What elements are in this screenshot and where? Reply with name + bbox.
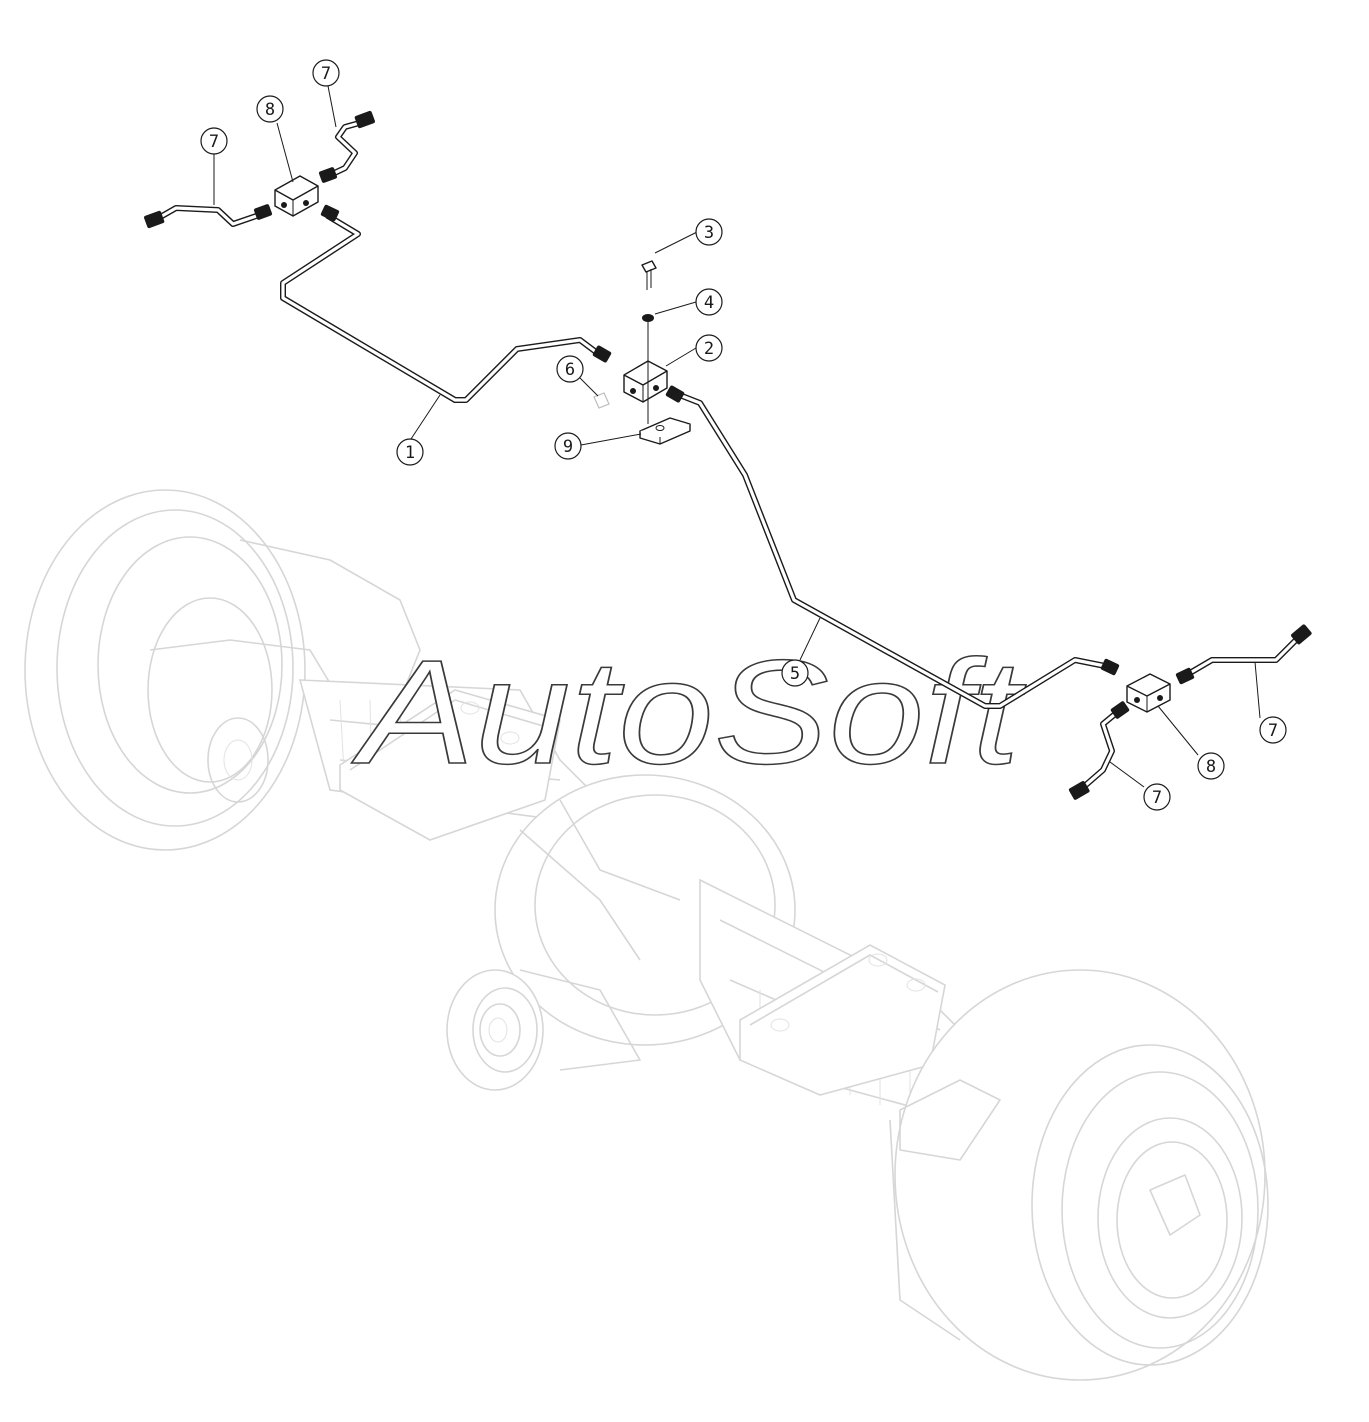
callouts [213, 85, 1261, 788]
callout-7-top-left: 7 [200, 127, 228, 155]
callout-3: 3 [695, 218, 723, 246]
callout-9: 9 [554, 432, 582, 460]
callout-label: 7 [321, 64, 331, 84]
callout-label: 3 [704, 223, 714, 243]
central-tee-block [623, 360, 668, 403]
brake-pipe-7-right [1180, 633, 1303, 680]
callout-5: 5 [781, 659, 809, 687]
callout-7-top: 7 [312, 59, 340, 87]
callout-label: 9 [563, 437, 573, 457]
callout-6: 6 [556, 355, 584, 383]
callout-7-right: 7 [1259, 716, 1287, 744]
bolt [641, 260, 657, 290]
watermark-text: AutoSoft [351, 630, 1027, 795]
brake-pipe-1 [280, 213, 603, 403]
callout-4: 4 [695, 288, 723, 316]
brake-pipes [152, 117, 1303, 793]
brake-pipe-7-bottom [1077, 707, 1123, 793]
callout-label: 8 [265, 100, 275, 120]
plug [593, 392, 610, 409]
callout-label: 8 [1206, 757, 1216, 777]
callout-label: 7 [1268, 721, 1278, 741]
callout-label: 1 [405, 443, 415, 463]
distributor-block-bottom [1126, 673, 1171, 713]
callout-label: 4 [704, 293, 714, 313]
callout-label: 5 [790, 664, 800, 684]
callout-label: 7 [1152, 788, 1162, 808]
mounting-bracket [639, 318, 691, 445]
callout-label: 2 [704, 339, 714, 359]
callout-label: 6 [565, 360, 575, 380]
callout-7-bottom: 7 [1143, 783, 1171, 811]
callout-label: 7 [209, 132, 219, 152]
distributor-block-top [274, 175, 319, 217]
callout-8-top: 8 [256, 95, 284, 123]
axle-housing-drawing [24, 489, 1269, 1381]
pipe-fittings [144, 110, 1312, 800]
callout-2: 2 [695, 334, 723, 362]
callout-1: 1 [396, 438, 424, 466]
callout-8-bottom: 8 [1197, 752, 1225, 780]
